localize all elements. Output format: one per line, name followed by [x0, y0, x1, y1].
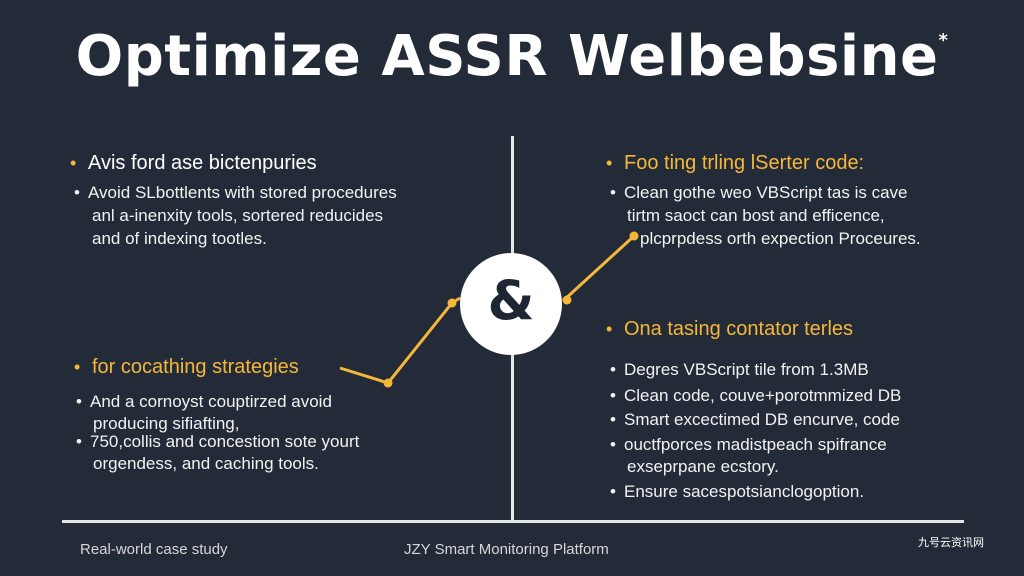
title-text: Optimize ASSR Welbebsine [75, 24, 939, 89]
heading-text: Foo ting trling lSerter code: [624, 152, 865, 174]
right-section2-bullet-cont: exseprpane ecstory. [627, 457, 779, 476]
left-section2-bullet-cont: orgendess, and caching tools. [93, 454, 319, 473]
horizontal-divider [62, 520, 964, 523]
footer-center-caption: JZY Smart Monitoring Platform [404, 541, 609, 558]
left-section1-bullet-cont: and of indexing tootles. [92, 229, 267, 248]
bullet-dot-icon: • [610, 360, 616, 379]
left-section2-bullet-cont: producing sifiafting, [93, 414, 240, 433]
left-section1-bullet-cont: anl a-inenxity tools, sortered reducides [92, 206, 384, 225]
bullet-dot-icon: • [74, 357, 81, 377]
bullet-dot-icon: • [606, 319, 613, 339]
bullet-dot-icon: • [610, 482, 616, 501]
bullet-dot-icon: • [76, 392, 82, 411]
right-section1-bullet-cont: plcprpdess orth expection Proceures. [640, 229, 921, 248]
title-mark: * [938, 30, 949, 51]
bullet-text: Ensure sacespotsianclogoption. [624, 482, 865, 501]
heading-text: for cocathing strategies [92, 356, 299, 378]
footer-left-caption: Real-world case study [80, 541, 228, 558]
bullet-dot-icon: • [610, 435, 616, 454]
right-section1-bullet: • Clean gothe weo VBScript tas is cave [610, 181, 907, 204]
left-section1-bullet: • Avoid SLbottlents with stored procedure… [74, 181, 397, 204]
trend-segment-left [339, 296, 461, 385]
bullet-text: ouctfporces madistpeach spifrance [624, 435, 887, 454]
right-section1-bullet-cont: tirtm saoct can bost and efficence, [627, 206, 885, 225]
bullet-dot-icon: • [610, 183, 616, 202]
page-title: Optimize ASSR Welbebsine* [0, 24, 1024, 89]
trend-point [562, 295, 572, 305]
bullet-text: Avoid SLbottlents with stored procedures [88, 183, 397, 202]
heading-text: Avis ford ase bictenpuries [88, 152, 317, 174]
trend-point [383, 378, 393, 388]
bullet-dot-icon: • [610, 410, 616, 429]
right-section2-bullet: • ouctfporces madistpeach spifrance [610, 433, 887, 456]
right-section1-heading: • Foo ting trling lSerter code: [606, 152, 864, 175]
heading-text: Ona tasing contator terles [624, 318, 854, 340]
right-section2-bullet: • Ensure sacespotsianclogoption. [610, 480, 864, 503]
left-section2-bullet: • And a cornoyst couptirzed avoid [76, 390, 332, 413]
bullet-text: 750,collis and concestion sote yourt [90, 432, 360, 451]
trend-point [447, 298, 457, 308]
watermark: 九号云资讯网 [918, 537, 984, 549]
bullet-dot-icon: • [76, 432, 82, 451]
left-section2-heading: • for cocathing strategies [74, 356, 299, 379]
center-badge: & [460, 253, 562, 355]
ampersand-icon: & [487, 269, 535, 332]
right-section2-bullet: • Degres VBScript tile from 1.3MB [610, 358, 869, 381]
bullet-dot-icon: • [610, 386, 616, 405]
right-section2-bullet: • Clean code, couve+porotmmized DB [610, 384, 901, 407]
bullet-dot-icon: • [606, 153, 613, 173]
bullet-dot-icon: • [70, 153, 77, 173]
left-section1-heading: • Avis ford ase bictenpuries [70, 152, 317, 175]
right-section2-heading: • Ona tasing contator terles [606, 318, 853, 341]
bullet-text: Clean gothe weo VBScript tas is cave [624, 183, 908, 202]
trend-point [629, 231, 639, 241]
right-section2-bullet: • Smart excectimed DB encurve, code [610, 408, 900, 431]
bullet-text: Smart excectimed DB encurve, code [624, 410, 900, 429]
left-section2-bullet: • 750,collis and concestion sote yourt [76, 430, 359, 453]
bullet-dot-icon: • [74, 183, 80, 202]
bullet-text: And a cornoyst couptirzed avoid [90, 392, 332, 411]
bullet-text: Clean code, couve+porotmmized DB [624, 386, 902, 405]
trend-segment-right [562, 234, 636, 302]
bullet-text: Degres VBScript tile from 1.3MB [624, 360, 869, 379]
